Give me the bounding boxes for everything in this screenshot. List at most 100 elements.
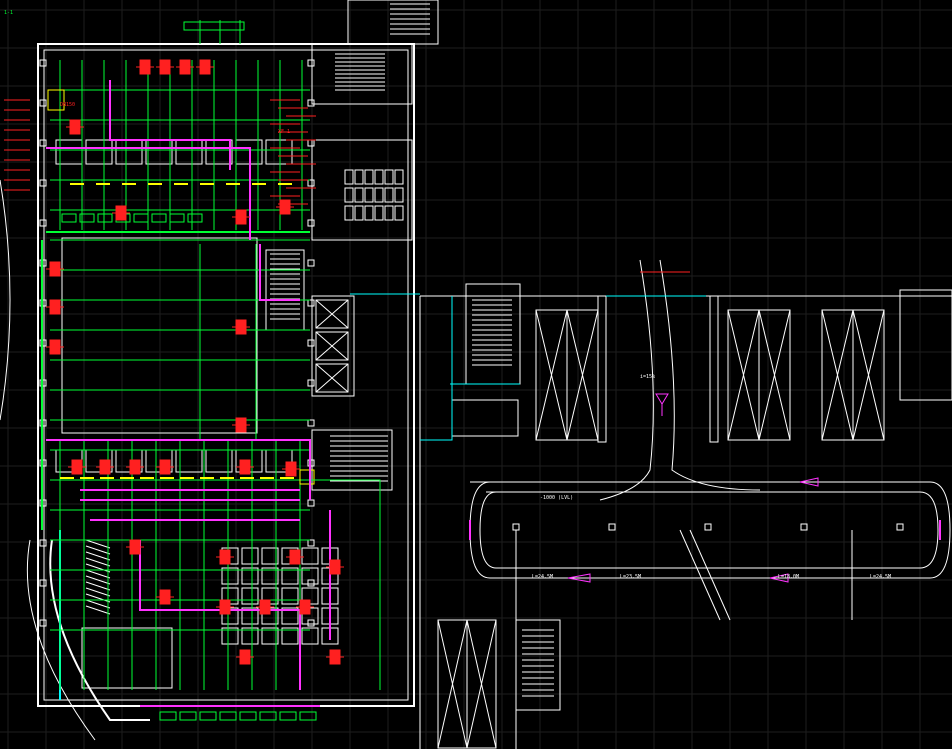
stair-core-sw: [81, 627, 173, 689]
column: [704, 523, 712, 531]
duct-branch: [109, 80, 231, 170]
pipe-entry: [199, 20, 241, 44]
column: [39, 579, 47, 587]
toilet-stall: [354, 169, 364, 185]
toilet-stall: [354, 205, 364, 221]
office-cell: [241, 587, 259, 605]
pipe-tag: [169, 213, 185, 223]
garage-column-row: [709, 295, 719, 443]
toilet-stall: [374, 169, 384, 185]
building-inner-outline: [43, 49, 409, 701]
ramp-curve: [599, 259, 654, 501]
office-cell: [221, 567, 239, 585]
drive-loop: [469, 481, 951, 579]
bay-diag: [566, 309, 599, 441]
toilet-stall: [344, 169, 354, 185]
stair-tread-sw: [85, 593, 111, 603]
column: [39, 619, 47, 627]
duct-vert: [259, 244, 300, 301]
office-cell: [301, 627, 319, 645]
office-cell: [281, 567, 299, 585]
flow-mark: [469, 520, 941, 540]
office-cell: [241, 567, 259, 585]
column: [512, 523, 520, 531]
top-block: [347, 0, 439, 45]
garage-column-row: [597, 295, 607, 443]
stair-tread-sw: [85, 557, 111, 567]
flow-arrow: [655, 393, 669, 416]
flow-arrow: [769, 573, 789, 583]
stair-tread-sw: [85, 599, 111, 609]
pipes-layer: [41, 20, 381, 721]
drive-note: -1000 (LVL): [540, 495, 573, 501]
bay-diag: [821, 309, 854, 441]
stair-tread-sw: [85, 581, 111, 591]
column: [307, 299, 315, 307]
duct-run: [80, 489, 300, 521]
valve-box: [47, 89, 65, 111]
toilet-stall: [374, 205, 384, 221]
toilet-stall: [344, 205, 354, 221]
slope-label-b: L=23.5M: [620, 574, 641, 580]
office-cell: [281, 607, 299, 625]
slope-label-a: L=24.5M: [532, 574, 553, 580]
pipe-tag: [259, 711, 277, 721]
entrance-tag: 1-1: [4, 10, 13, 16]
elevator-x: [315, 331, 349, 361]
duct-main-north: [46, 147, 251, 240]
stair-core-se: [515, 619, 561, 711]
riser-tag: DN150: [60, 102, 75, 108]
bay-diag: [758, 309, 791, 441]
toilet-stall: [394, 169, 404, 185]
bay-diag: [466, 619, 497, 749]
pipe-tag: [61, 213, 77, 223]
stair-tread-sw: [85, 569, 111, 579]
bay-diag: [727, 309, 760, 441]
stair-tread-sw: [85, 605, 111, 615]
office-cell: [301, 567, 319, 585]
column: [608, 523, 616, 531]
column: [307, 419, 315, 427]
pipe-tag: [79, 213, 95, 223]
column: [39, 59, 47, 67]
stair-tread-sw: [85, 539, 111, 549]
pipe-tag: [199, 711, 217, 721]
column: [39, 219, 47, 227]
office-cell: [261, 567, 279, 585]
slope-label-c: L=18.0M: [778, 574, 799, 580]
drive-loop-inner: [479, 491, 939, 569]
toilet-stall: [394, 205, 404, 221]
annotation-layer: 1-1 DN150 XF-1 i=15% -1000 (LVL) L=24.5M…: [4, 10, 891, 580]
curved-wall: [49, 539, 150, 721]
office-cell: [301, 547, 319, 565]
east-room: [899, 289, 952, 401]
stair-tread-sw: [85, 587, 111, 597]
pipe-tag: [187, 213, 203, 223]
toilet-stall: [394, 187, 404, 203]
office-cell: [261, 547, 279, 565]
elevator-x: [315, 363, 349, 393]
room-cell-north: [85, 139, 113, 165]
column: [307, 539, 315, 547]
ducts-layer: [46, 80, 941, 707]
elevator-car: [315, 363, 349, 393]
column: [800, 523, 808, 531]
ramp-edge: [689, 529, 731, 621]
pipe-tag: [97, 213, 113, 223]
valve-box: [299, 469, 315, 485]
fan-tag: XF-1: [278, 129, 290, 135]
toilet-stall: [364, 187, 374, 203]
column: [307, 379, 315, 387]
cyan-boundary: [420, 296, 453, 441]
ramp-slope-tag: i=15%: [640, 374, 655, 380]
room-cell-north: [265, 139, 293, 165]
pipe-tag: [151, 213, 167, 223]
column: [39, 139, 47, 147]
pipe-tag: [183, 21, 245, 31]
column: [307, 59, 315, 67]
elevator-car: [315, 299, 349, 329]
column: [896, 523, 904, 531]
